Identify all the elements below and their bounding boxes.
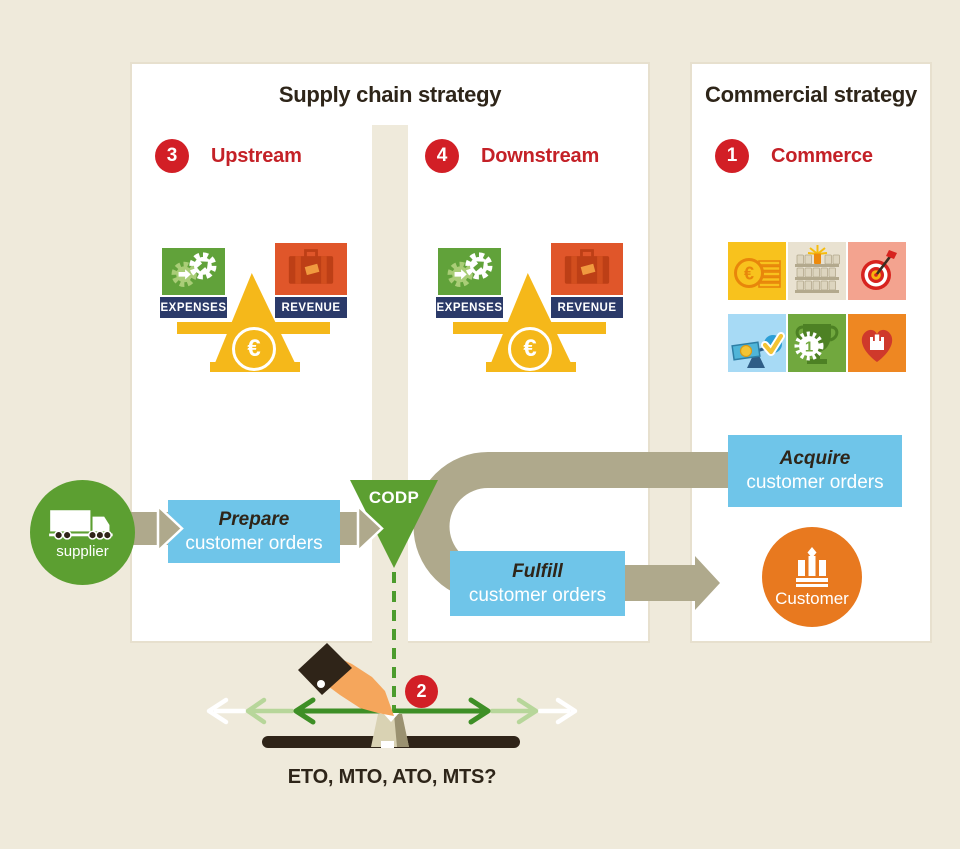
- prepare-emphasis: Prepare: [218, 508, 290, 530]
- svg-text:1: 1: [805, 339, 813, 356]
- prepare-box: Prepare customer orders: [168, 500, 340, 563]
- supply-panel-title: Supply chain strategy: [278, 82, 502, 107]
- supplier-label: supplier: [56, 542, 109, 560]
- expenses-label: EXPENSES: [160, 297, 227, 318]
- money-balance-check-icon: [728, 314, 786, 377]
- fulfill-rest: customer orders: [468, 584, 607, 606]
- commerce-label: Commerce: [771, 145, 873, 167]
- revenue-label: REVENUE: [275, 297, 347, 318]
- heart-loyalty-icon: [848, 314, 906, 377]
- slider-knob: [371, 713, 409, 748]
- revenue-suitcase-icon: [551, 243, 623, 295]
- slider-bar: [262, 736, 520, 748]
- decision-caption: ETO, MTO, ATO, MTS?: [287, 766, 497, 788]
- prepare-rest: customer orders: [185, 532, 323, 554]
- acquire-emphasis: Acquire: [779, 448, 851, 470]
- crown-icon: [796, 546, 828, 587]
- expenses-label: EXPENSES: [436, 297, 503, 318]
- upstream-number-badge: 3: [155, 139, 189, 173]
- svg-text:€: €: [744, 264, 754, 284]
- target-marketing-icon: [848, 242, 906, 305]
- trophy-first-place-icon: 1: [788, 314, 846, 377]
- customer-label: Customer: [775, 588, 849, 608]
- commercial-panel-title: Commercial strategy: [705, 82, 917, 107]
- downstream-label: Downstream: [481, 145, 600, 167]
- fulfill-emphasis: Fulfill: [512, 560, 563, 582]
- range-arrows: [206, 697, 578, 725]
- expenses-gears-icon: [162, 248, 225, 295]
- euro-icon: €: [232, 327, 276, 371]
- customer-node: Customer: [762, 527, 862, 627]
- revenue-label: REVENUE: [551, 297, 623, 318]
- downstream-balance-scale: EXPENSES REVENUE €: [436, 235, 626, 375]
- revenue-suitcase-icon: [275, 243, 347, 295]
- truck-icon: [48, 509, 113, 540]
- upstream-label: Upstream: [211, 145, 302, 167]
- fulfill-box: Fulfill customer orders: [450, 551, 625, 616]
- supplier-node: supplier: [30, 480, 135, 585]
- codp-label: CODP: [368, 488, 420, 507]
- hand-icon: [298, 643, 394, 716]
- downstream-number-badge: 4: [425, 139, 459, 173]
- decision-number-badge: 2: [405, 675, 438, 708]
- panel-divider: [372, 125, 408, 643]
- acquire-rest: customer orders: [746, 472, 884, 493]
- commerce-number-badge: 1: [715, 139, 749, 173]
- expenses-gears-icon: [438, 248, 501, 295]
- shelf-assortment-icon: [788, 242, 846, 305]
- price-money-icon: €: [728, 242, 786, 305]
- euro-icon: €: [508, 327, 552, 371]
- upstream-balance-scale: EXPENSES REVENUE €: [160, 235, 350, 375]
- acquire-box: Acquire customer orders: [728, 435, 902, 507]
